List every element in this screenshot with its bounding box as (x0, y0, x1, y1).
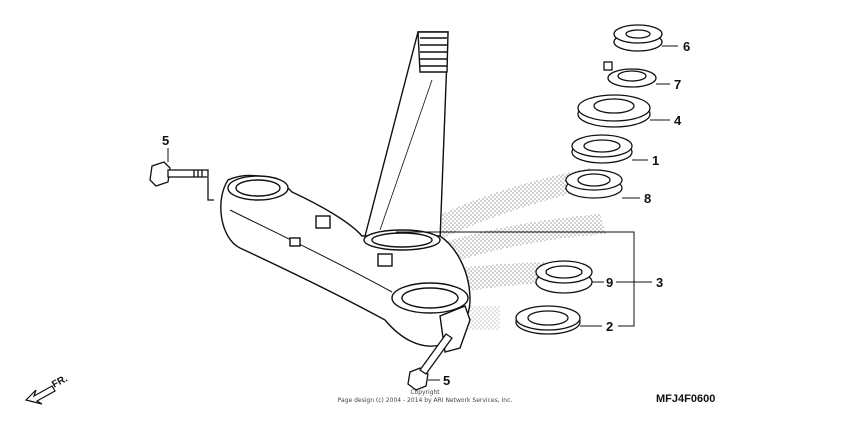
callout-5-upper: 5 (162, 133, 169, 148)
direction-label: FR. (50, 373, 70, 390)
part-7-lock-washer (603, 61, 657, 88)
callout-1: 1 (652, 153, 659, 168)
bolt-upper (149, 161, 214, 201)
callout-6: 6 (683, 39, 690, 54)
callout-2: 2 (606, 319, 613, 334)
callout-labels: 6 7 4 1 8 3 9 2 5 5 (162, 39, 690, 388)
callout-3: 3 (656, 275, 663, 290)
steering-stem (220, 31, 471, 353)
part-1-dust-seal (571, 134, 633, 164)
callout-5-lower: 5 (443, 373, 450, 388)
copyright-line-1: Copyright (410, 389, 440, 396)
front-direction-indicator: FR. (24, 373, 70, 405)
copyright: Copyright Page design (c) 2004 - 2014 by… (338, 389, 513, 404)
callout-4: 4 (674, 113, 682, 128)
part-8-upper-bearing (565, 169, 623, 199)
arrow-icon (24, 385, 56, 405)
part-2-lower-dust-seal (515, 305, 581, 335)
part-4-adjusting-nut (577, 94, 651, 128)
callout-7: 7 (674, 77, 681, 92)
leader-lines (167, 45, 678, 381)
copyright-line-2: Page design (c) 2004 - 2014 by ARI Netwo… (338, 397, 513, 404)
callout-9: 9 (606, 275, 613, 290)
part-9-lower-bearing (535, 260, 593, 294)
part-6-stem-nut (613, 24, 663, 52)
diagram-code: MFJ4F0600 (656, 393, 715, 405)
bolt-lower (407, 333, 453, 391)
callout-8: 8 (644, 191, 651, 206)
